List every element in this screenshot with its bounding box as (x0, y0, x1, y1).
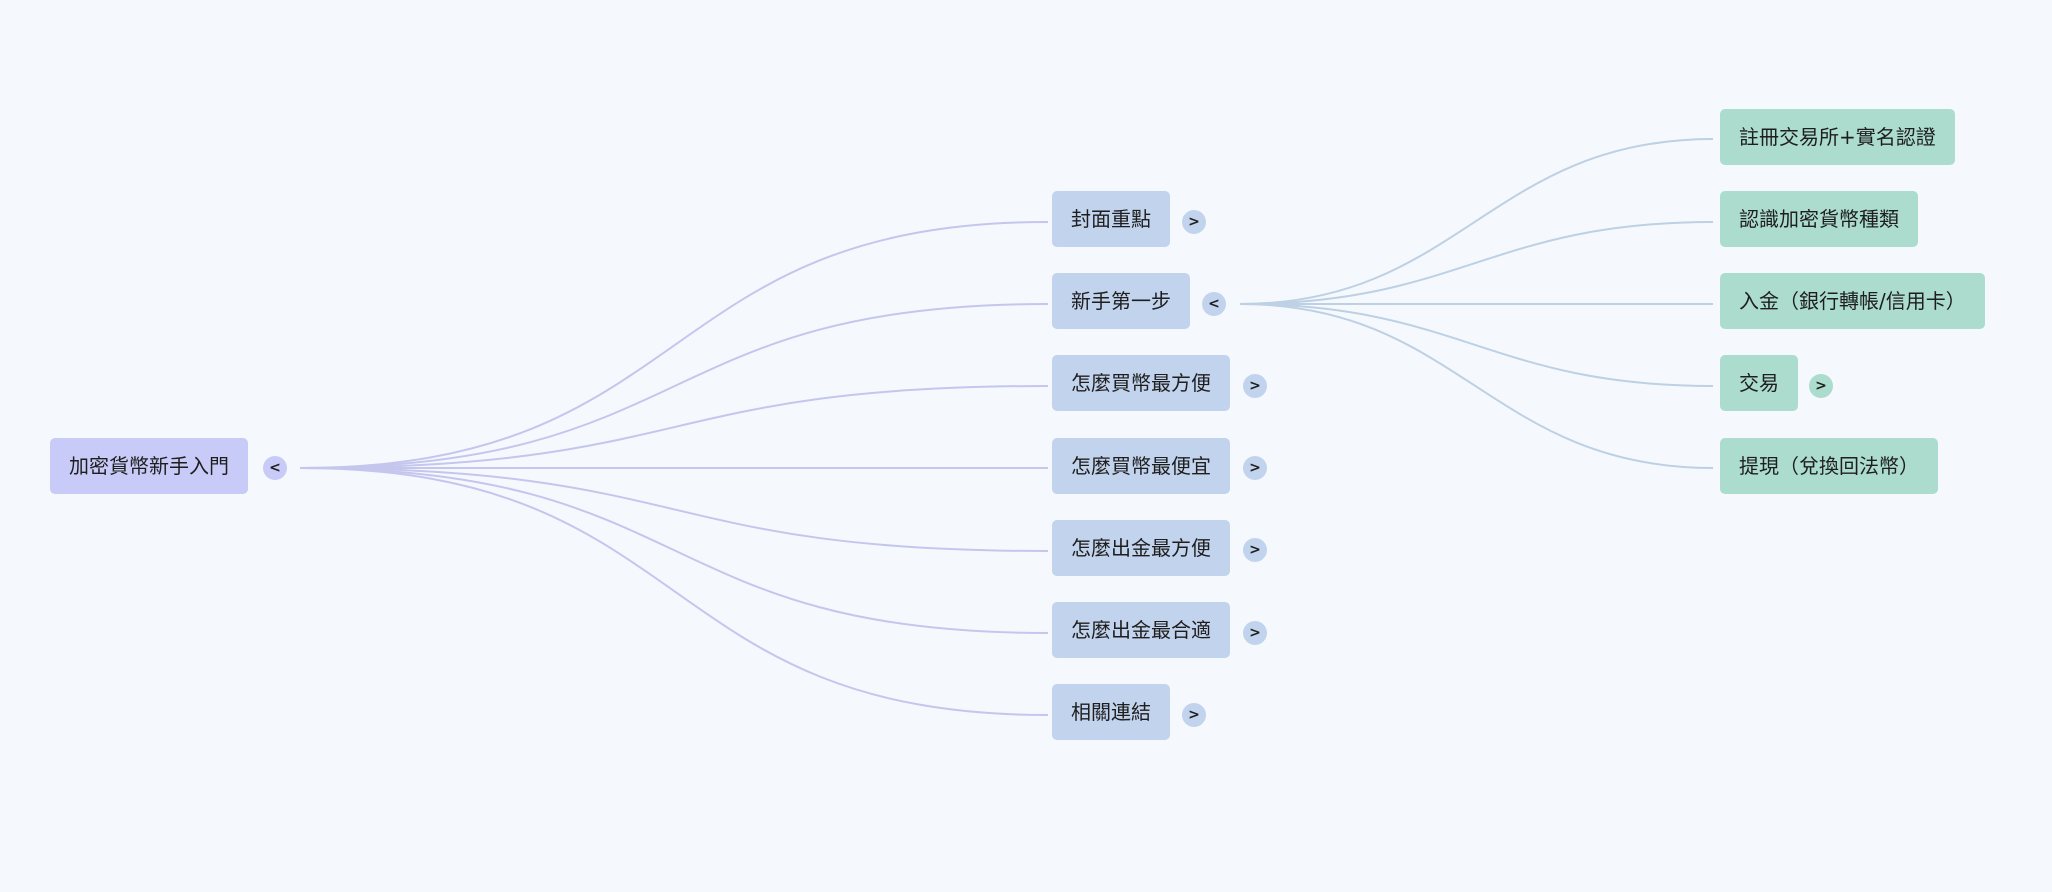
node-deposit[interactable]: 入金（銀行轉帳/信用卡） (1720, 273, 1985, 329)
node-register-exchange-kyc[interactable]: 註冊交易所+實名認證 (1720, 109, 1955, 165)
node-withdraw-fiat[interactable]: 提現（兌換回法幣） (1720, 438, 1938, 494)
trade-expand-toggle[interactable]: > (1809, 374, 1833, 398)
connector-root-to-first-steps (299, 303, 1049, 469)
node-trade[interactable]: 交易 (1720, 355, 1798, 411)
connector-first-steps-to-trade (1239, 303, 1714, 387)
connector-root-to-buy-convenient (299, 385, 1049, 469)
first-steps-collapse-toggle[interactable]: < (1202, 292, 1226, 316)
node-related-links[interactable]: 相關連結 (1052, 684, 1170, 740)
node-first-steps[interactable]: 新手第一步 (1052, 273, 1190, 329)
connector-first-steps-to-register (1239, 138, 1714, 305)
withdraw-most-suitable-expand-toggle[interactable]: > (1243, 621, 1267, 645)
connector-first-steps-to-coin-types (1239, 221, 1714, 305)
buy-most-convenient-expand-toggle[interactable]: > (1243, 374, 1267, 398)
node-buy-cheapest[interactable]: 怎麼買幣最便宜 (1052, 438, 1230, 494)
node-withdraw-most-suitable[interactable]: 怎麼出金最合適 (1052, 602, 1230, 658)
withdraw-most-convenient-expand-toggle[interactable]: > (1243, 538, 1267, 562)
node-buy-most-convenient[interactable]: 怎麼買幣最方便 (1052, 355, 1230, 411)
root-node[interactable]: 加密貨幣新手入門 (50, 438, 248, 494)
connector-root-to-cover (299, 221, 1049, 469)
root-collapse-toggle[interactable]: < (263, 456, 287, 480)
node-cover-highlights[interactable]: 封面重點 (1052, 191, 1170, 247)
cover-highlights-expand-toggle[interactable]: > (1182, 210, 1206, 234)
connector-root-to-links (299, 467, 1049, 716)
buy-cheapest-expand-toggle[interactable]: > (1243, 456, 1267, 480)
connector-root-to-withdraw-suitable (299, 467, 1049, 634)
node-withdraw-most-convenient[interactable]: 怎麼出金最方便 (1052, 520, 1230, 576)
connector-root-to-withdraw-convenient (299, 467, 1049, 552)
connector-first-steps-to-withdraw (1239, 303, 1714, 469)
node-crypto-types[interactable]: 認識加密貨幣種類 (1720, 191, 1918, 247)
related-links-expand-toggle[interactable]: > (1182, 703, 1206, 727)
